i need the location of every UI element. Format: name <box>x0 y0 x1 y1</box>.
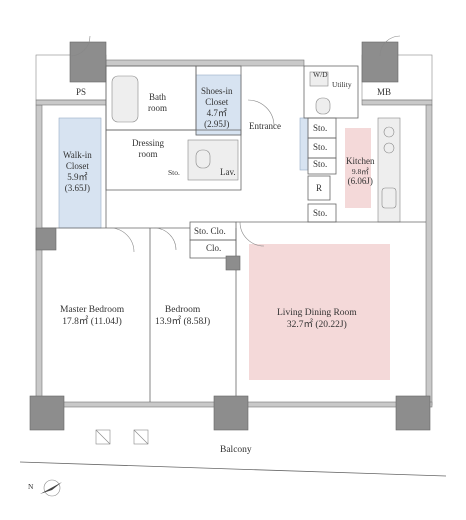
balcony-rail <box>19 461 447 477</box>
toilet <box>195 149 211 169</box>
shoes-in-closet-area <box>195 74 242 136</box>
door-swing-bedroom <box>153 227 177 251</box>
shoes-line4: (2.95J) <box>204 119 230 129</box>
label-sto-2: Sto. <box>313 142 328 152</box>
door-swing-master <box>109 227 135 253</box>
walk-in-closet-area <box>58 117 102 229</box>
label-lav: Lav. <box>220 167 236 177</box>
label-entrance: Entrance <box>249 121 281 131</box>
label-sto-clo: Sto. Clo. <box>194 226 226 236</box>
label-utility: Utility <box>332 80 352 89</box>
column-top-right <box>361 41 399 83</box>
label-ps: PS <box>76 87 87 97</box>
living-room-highlight <box>249 244 390 380</box>
wall-top-left <box>35 99 107 106</box>
label-bedroom: Bedroom 13.9㎡ (8.58J) <box>155 304 210 328</box>
living-line2: 32.7㎡ (20.22J) <box>286 320 347 330</box>
door-swing-entrance <box>247 99 275 127</box>
walkin-line1: Walk-in <box>63 150 92 160</box>
washer <box>309 71 329 87</box>
stove-burner-2 <box>383 142 395 154</box>
balcony-fixture-1 <box>95 429 111 445</box>
label-dressing-room: Dressing room <box>132 138 164 160</box>
column-center <box>225 255 241 271</box>
storage-column-area <box>299 117 309 171</box>
column-bottom-center <box>213 395 249 431</box>
sto-box-3 <box>307 157 337 175</box>
bath-line2: room <box>148 103 167 113</box>
master-line1: Master Bedroom <box>60 305 125 315</box>
door-swing-mb <box>379 35 401 57</box>
label-sto-small: Sto. <box>168 168 180 177</box>
dressing-line1: Dressing <box>132 138 164 148</box>
compass-arrow <box>40 482 62 494</box>
walkin-line4: (3.65J) <box>64 183 91 193</box>
label-balcony: Balcony <box>220 445 252 455</box>
wall-top-right <box>361 99 433 106</box>
shoes-line3: 4.7㎡ <box>206 108 227 118</box>
shoes-line1: Shoes-in <box>201 86 233 96</box>
label-sto-4: Sto. <box>313 208 328 218</box>
shoes-closet-outline <box>195 65 242 136</box>
column-top-left <box>69 41 107 83</box>
column-bottom-left <box>29 395 65 431</box>
label-mb: MB <box>377 87 392 97</box>
wall-left <box>35 104 43 406</box>
kitchen-line1: Kitchen <box>346 156 375 166</box>
column-bottom-right <box>395 395 431 431</box>
stove-burner-1 <box>383 126 395 138</box>
shoes-line2: Closet <box>205 97 229 107</box>
wall-right <box>425 104 433 406</box>
label-master-bedroom: Master Bedroom 17.8㎡ (11.04J) <box>60 304 124 328</box>
door-swing-ps <box>69 35 91 57</box>
label-shoes-in-closet: Shoes-in Closet 4.7㎡ (2.95J) <box>201 86 233 130</box>
label-bath: Bath room <box>148 92 167 114</box>
sink <box>381 187 397 209</box>
label-sto-3: Sto. <box>313 159 328 169</box>
label-clo: Clo. <box>206 243 222 253</box>
kitchen-line3: (6.06J) <box>347 176 373 186</box>
label-walk-in-closet: Walk-in Closet 5.9㎡ (3.65J) <box>63 150 92 194</box>
walkin-line2: Closet <box>65 161 89 171</box>
compass-label: N <box>28 482 34 491</box>
bedroom-line2: 13.9㎡ (8.58J) <box>155 317 211 327</box>
master-line2: 17.8㎡ (11.04J) <box>62 317 122 327</box>
compass-dial <box>43 479 61 497</box>
living-line1: Living Dining Room <box>277 308 357 318</box>
door-swing-living <box>239 221 265 247</box>
utility-toilet <box>315 97 331 115</box>
dressing-line2: room <box>138 149 158 159</box>
label-sto-1: Sto. <box>313 123 328 133</box>
label-kitchen: Kitchen 9.8㎡ (6.06J) <box>346 156 375 187</box>
walkin-line3: 5.9㎡ <box>67 172 88 182</box>
fixture-1-diag <box>95 429 111 445</box>
bedroom-line1: Bedroom <box>164 305 201 315</box>
label-wd: W/D <box>313 70 328 79</box>
label-living-dining-room: Living Dining Room 32.7㎡ (20.22J) <box>277 307 357 331</box>
kitchen-counter <box>377 117 401 223</box>
column-left-mid <box>35 227 57 251</box>
wall-top-center <box>105 59 305 67</box>
balcony-fixture-2 <box>133 429 149 445</box>
bath-line1: Bath <box>149 92 166 102</box>
fridge-box <box>307 175 331 201</box>
label-r: R <box>316 183 323 193</box>
bathtub <box>111 75 139 123</box>
fixture-2-diag <box>133 429 149 445</box>
kitchen-highlight <box>345 128 371 208</box>
kitchen-line2: 9.8㎡ <box>351 167 369 176</box>
